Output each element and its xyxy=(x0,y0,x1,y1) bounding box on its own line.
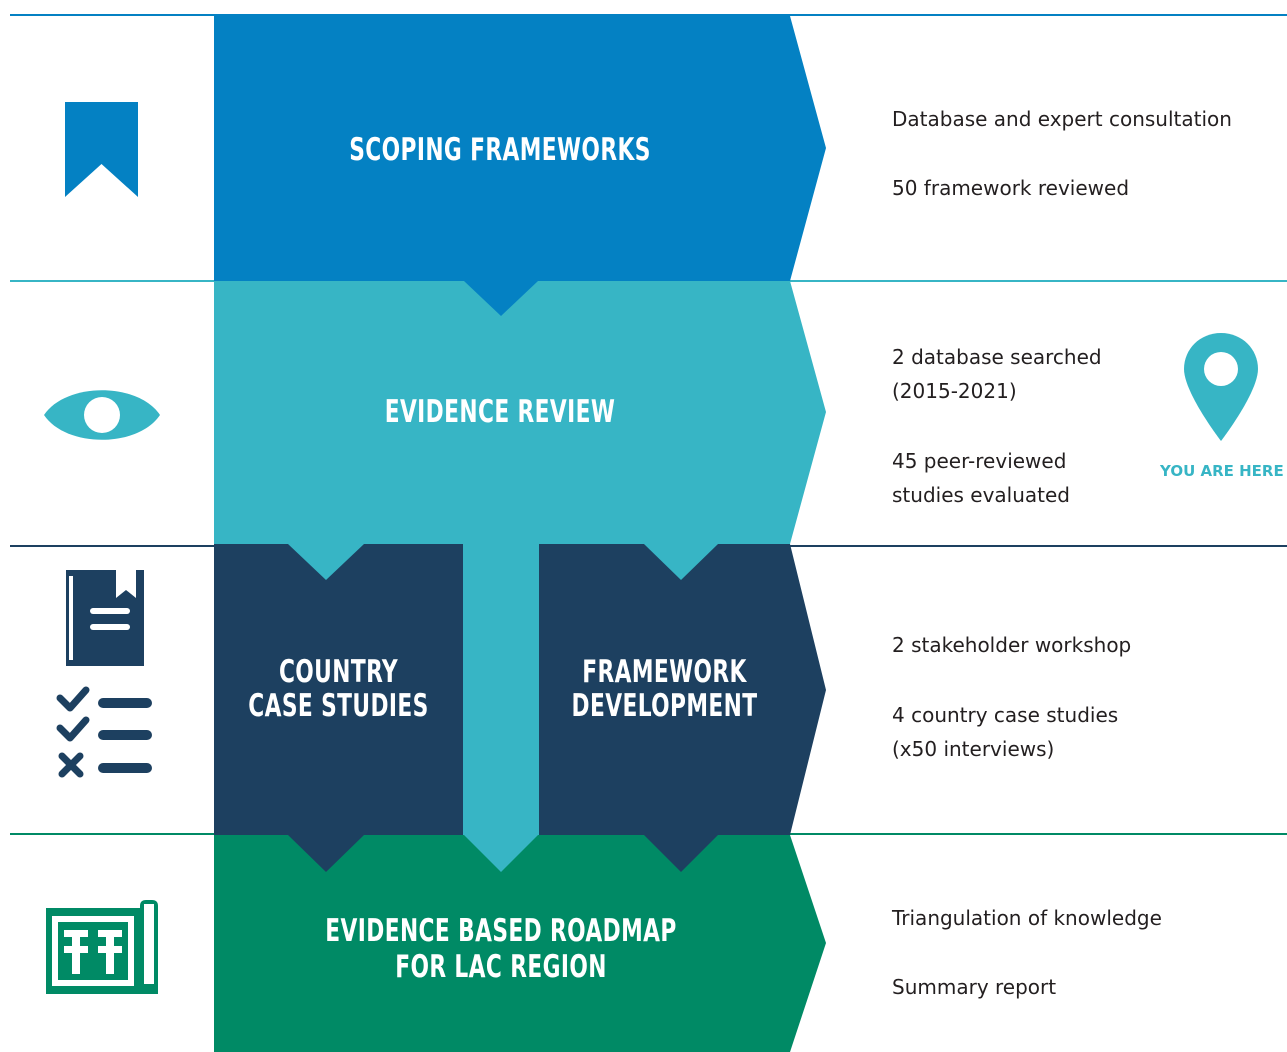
bookmark-icon xyxy=(65,102,138,197)
evidence-detail-4: studies evaluated xyxy=(892,483,1070,507)
scoping-detail-2: 50 framework reviewed xyxy=(892,176,1130,200)
evidence-detail-2: (2015-2021) xyxy=(892,379,1017,403)
you-are-here-label: YOU ARE HERE xyxy=(1160,462,1284,480)
stage-framework-shape xyxy=(539,544,826,872)
stage-scoping-shape xyxy=(214,16,826,316)
eye-icon xyxy=(44,390,160,440)
stage-scoping-title: Scoping Frameworks xyxy=(349,132,651,168)
stage-case-studies-shape xyxy=(214,544,463,872)
roadmap-detail-2: Summary report xyxy=(892,975,1057,999)
stage-case-studies-title-line2: Case Studies xyxy=(248,688,429,724)
stage-evidence-shape xyxy=(214,281,826,872)
roadmap-detail-1: Triangulation of knowledge xyxy=(892,906,1162,930)
evidence-notch-right xyxy=(644,544,718,580)
evidence-notch-left xyxy=(288,544,364,580)
location-pin-icon xyxy=(1184,333,1258,441)
stage-framework-title-line1: Framework xyxy=(582,654,747,690)
scoping-detail-1: Database and expert consultation xyxy=(892,107,1232,131)
stage-framework-title-line2: Development xyxy=(571,688,758,724)
document-checklist-icon xyxy=(56,570,152,778)
field-detail-3: (x50 interviews) xyxy=(892,737,1055,761)
divider-scoping xyxy=(10,14,1287,16)
stage-case-studies-title-line1: Country xyxy=(278,654,399,690)
evidence-detail-1: 2 database searched xyxy=(892,345,1102,369)
field-detail-2: 4 country case studies xyxy=(892,703,1119,727)
stage-evidence-title: Evidence Review xyxy=(384,394,616,430)
stage-roadmap-title-line1: Evidence Based Roadmap xyxy=(325,913,677,949)
stage-roadmap-title-line2: for LAC Region xyxy=(395,949,607,985)
field-detail-1: 2 stakeholder workshop xyxy=(892,633,1132,657)
evidence-detail-3: 45 peer-reviewed xyxy=(892,449,1067,473)
stage-roadmap-shape xyxy=(214,835,826,1052)
roadmap-icon xyxy=(46,900,158,994)
